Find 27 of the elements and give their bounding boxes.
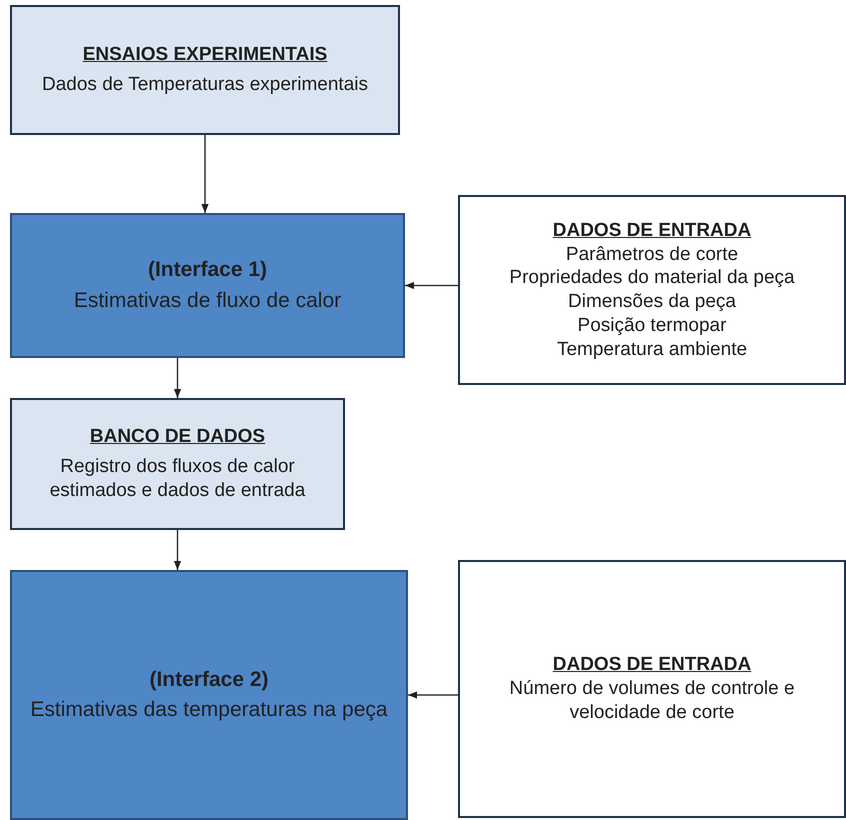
box-text: Registro dos fluxos de calor estimados e dados de entrada	[48, 455, 306, 503]
arrow	[408, 691, 458, 699]
arrow	[174, 358, 182, 398]
arrow	[405, 282, 458, 290]
box-text: Dados de Temperaturas experimentais	[42, 73, 368, 97]
box-heading: (Interface 1)	[148, 257, 268, 284]
box-text: Posição termopar	[578, 314, 726, 338]
box-text: Dimensões da peça	[568, 290, 736, 314]
process-box	[10, 398, 345, 530]
box-text: Temperatura ambiente	[556, 338, 748, 362]
process-box	[10, 5, 400, 135]
box-heading: DADOS DE ENTRADA	[552, 653, 752, 678]
interface-box	[10, 570, 408, 820]
box-heading: BANCO DE DADOS	[90, 425, 266, 450]
box-text: Parâmetros de corte	[566, 242, 738, 266]
arrow	[201, 135, 209, 213]
box-text: Propriedades do material da peça	[509, 266, 795, 290]
box-text: Número de volumes de controle e velocidade de corte	[508, 677, 796, 725]
box-text: Estimativas de fluxo de calor	[74, 288, 342, 314]
box-text: Estimativas das temperaturas na peça	[30, 697, 388, 723]
input-data-box	[458, 560, 846, 818]
box-heading: ENSAIOS EXPERIMENTAIS	[82, 43, 328, 67]
input-data-box	[458, 195, 846, 385]
box-heading: (Interface 2)	[149, 666, 269, 693]
box-heading: DADOS DE ENTRADA	[552, 218, 752, 242]
arrow	[174, 530, 182, 570]
interface-box	[10, 213, 405, 358]
